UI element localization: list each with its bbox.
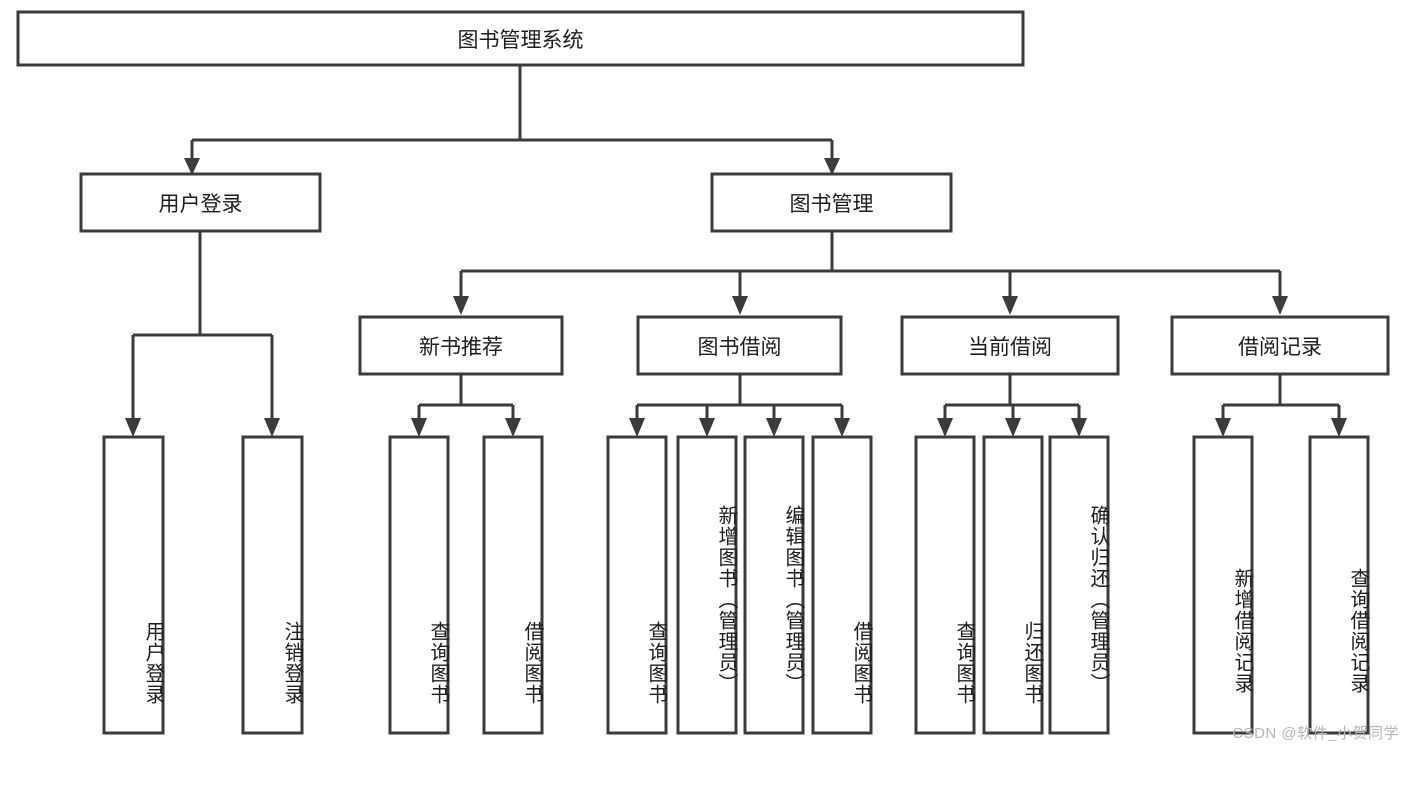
node-box-leaf7[interactable]	[743, 435, 805, 735]
tree-diagram-svg	[16, 10, 1390, 735]
arrow-login-leaf2-icon	[264, 418, 280, 437]
arrow-bookmgr-newbook-icon	[453, 296, 469, 315]
node-box-leaf8[interactable]	[811, 435, 873, 735]
node-box-leaf1[interactable]	[102, 435, 165, 735]
node-box-leaf3[interactable]	[388, 435, 450, 735]
node-box-leaf9[interactable]	[914, 435, 976, 735]
connector-group-newbook	[411, 375, 521, 437]
node-box-leaf12[interactable]	[1192, 435, 1254, 735]
arrow-bookmgr-borrow-icon	[732, 296, 748, 315]
diagram-canvas: 图书管理系统 用户登录 图书管理 新书推荐 图书借阅 当前借阅 借阅记录 用户登…	[16, 10, 1399, 742]
arrow-borrow-leaf5-icon	[629, 418, 645, 437]
arrow-bookmgr-records-icon	[1272, 296, 1288, 315]
node-box-leaf2[interactable]	[241, 435, 304, 735]
arrow-current-leaf10-icon	[1005, 418, 1021, 437]
arrow-root-to-login-icon	[184, 158, 200, 175]
connector-group-current	[937, 375, 1087, 437]
arrow-newbook-leaf4-icon	[505, 418, 521, 437]
arrow-root-to-bookmgr-icon	[824, 158, 840, 175]
node-box-newbook[interactable]	[358, 315, 564, 376]
node-box-records[interactable]	[1170, 315, 1390, 376]
node-box-leaf10[interactable]	[982, 435, 1044, 735]
arrow-borrow-leaf6-icon	[699, 418, 715, 437]
connector-group-root	[184, 66, 840, 175]
arrow-newbook-leaf3-icon	[411, 418, 427, 437]
node-box-borrow[interactable]	[636, 315, 843, 376]
arrow-current-leaf9-icon	[937, 418, 953, 437]
node-box-leaf4[interactable]	[482, 435, 544, 735]
node-box-leaf11[interactable]	[1048, 435, 1110, 735]
csdn-watermark: CSDN @软件_小贺同学	[1232, 725, 1399, 742]
node-box-leaf5[interactable]	[606, 435, 668, 735]
connector-group-login	[125, 232, 280, 437]
connector-group-records	[1215, 375, 1347, 437]
arrow-records-leaf12-icon	[1215, 418, 1231, 437]
node-box-root[interactable]	[16, 10, 1025, 67]
connector-group-borrow	[629, 375, 850, 437]
arrow-borrow-leaf7-icon	[766, 418, 782, 437]
node-box-leaf6[interactable]	[676, 435, 738, 735]
arrow-login-leaf1-icon	[125, 418, 141, 437]
connector-group-bookmgr	[453, 232, 1288, 315]
arrow-records-leaf13-icon	[1331, 418, 1347, 437]
node-box-current[interactable]	[900, 315, 1120, 376]
arrow-borrow-leaf8-icon	[834, 418, 850, 437]
node-box-login[interactable]	[79, 172, 322, 233]
node-box-bookmgr[interactable]	[710, 172, 953, 233]
node-box-leaf13[interactable]	[1308, 435, 1370, 735]
arrow-current-leaf11-icon	[1071, 418, 1087, 437]
arrow-bookmgr-current-icon	[1002, 296, 1018, 315]
